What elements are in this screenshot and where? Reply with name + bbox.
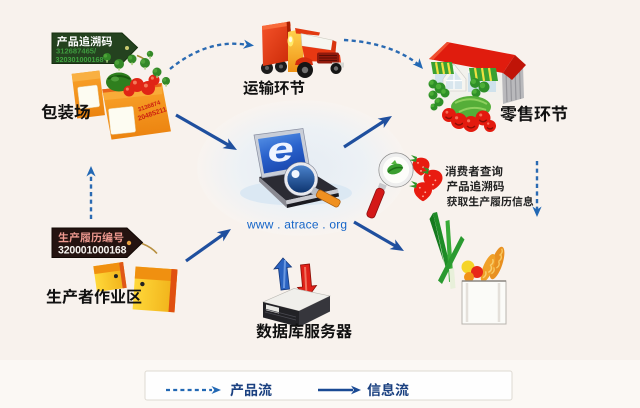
svg-text:320001000168: 320001000168 <box>58 245 127 257</box>
svg-text:320301000168: 320301000168 <box>56 55 104 64</box>
svg-text:www . atrace . org: www . atrace . org <box>246 218 347 232</box>
svg-text:312687465/: 312687465/ <box>56 47 97 56</box>
svg-text:e: e <box>265 129 295 169</box>
